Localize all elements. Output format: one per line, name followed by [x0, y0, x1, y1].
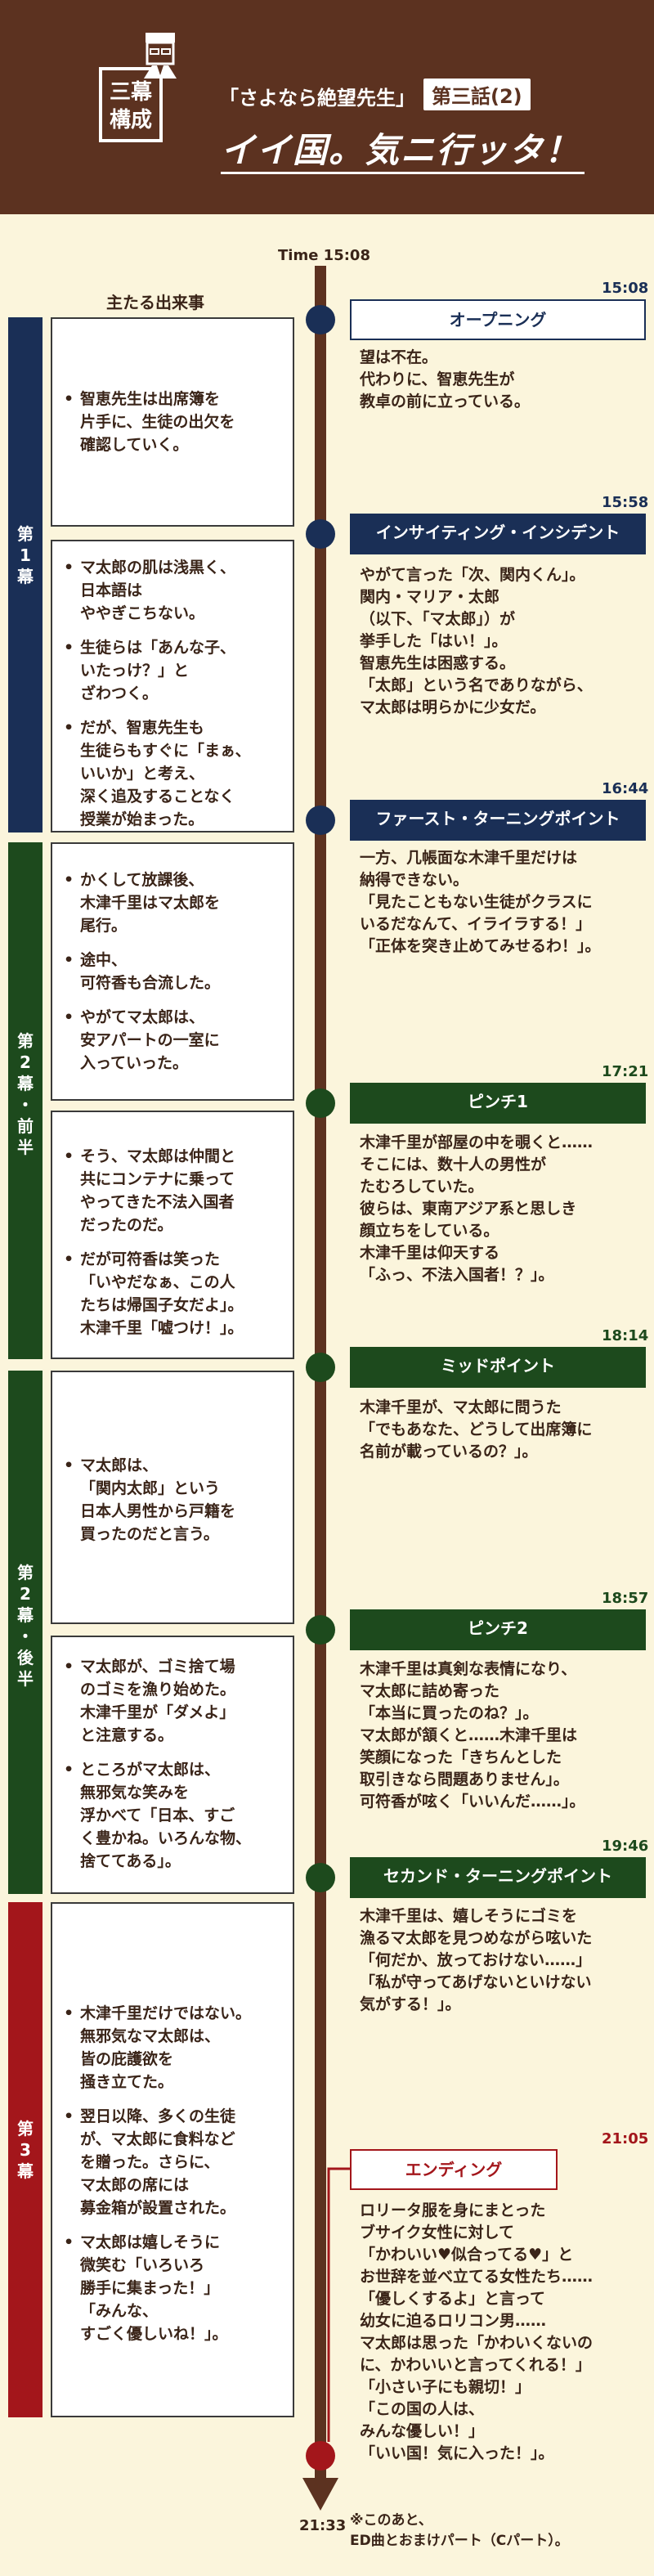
act-bar-2a	[8, 842, 43, 1359]
timeline-end-time: 21:33	[299, 2517, 347, 2534]
event-label-opening: オープニング	[350, 299, 646, 340]
left-box-3: かくして放課後、 木津千里はマ太郎を 尾行。 途中、 可符香も合流した。 やがて…	[51, 842, 294, 1101]
timeline-dot-pinch1	[306, 1088, 335, 1118]
event-text-pinch2: 木津千里は真剣な表情になり、 マ太郎に詰め寄った 「本当に買ったのね？」。 マ太…	[360, 1660, 585, 1811]
event-text-second-turn: 木津千里は、嬉しそうにゴミを 漁るマ太郎を見つめながら呟いた 「何だか、放ってお…	[360, 1907, 593, 2013]
act-bar-1	[8, 317, 43, 832]
end-note: ※このあと、 ED曲とおまけパート（Cパート）。	[350, 2512, 569, 2549]
act-label-1: 第 1 幕	[17, 524, 34, 586]
timeline-dot-opening	[306, 305, 335, 334]
list-item: そう、マ太郎は仲間と 共にコンテナに乗って やってきた不法入国者 だったのだ。	[64, 1145, 293, 1236]
list-item: やがてマ太郎は、 安アパートの一室に 入っていった。	[64, 1006, 293, 1075]
teacher-face-icon	[144, 33, 177, 79]
header-banner: 三幕 構成 「さよなら絶望先生」 第三話(2) イイ国。気ニ行ッタ！	[0, 0, 654, 214]
timeline-dot-second-turn	[306, 1863, 335, 1892]
timeline-dot-first-turn	[306, 806, 335, 835]
title-underline	[221, 172, 585, 174]
list-item: マ太郎は嬉しそうに 微笑む「いろいろ 勝手に集まった！」 「みんな、 すごく優し…	[64, 2231, 293, 2345]
event-time-pinch1: 17:21	[602, 1063, 649, 1080]
list-item: 木津千里だけではない。 無邪気なマ太郎は、 皆の庇護欲を 掻き立てた。	[64, 2002, 293, 2094]
timeline-dot-pinch2	[306, 1615, 335, 1645]
three-act-logo: 三幕 構成	[99, 67, 163, 142]
event-label-midpoint: ミッドポイント	[350, 1347, 646, 1388]
event-time-incident: 15:58	[602, 494, 649, 511]
event-text-pinch1: 木津千里が部屋の中を覗くと…… そこには、数十人の男性が たむろしていた。 彼ら…	[360, 1133, 594, 1284]
episode-badge: 第三話(2)	[423, 79, 531, 110]
timeline-arrowhead	[302, 2478, 338, 2511]
list-item: 途中、 可符香も合流した。	[64, 949, 293, 994]
event-text-midpoint: 木津千里が、マ太郎に問うた 「でもあなた、どうして出席簿に 名前が載っているの？…	[360, 1398, 593, 1461]
left-box-6: マ太郎が、ゴミ捨て場 のゴミを漁り始めた。 木津千里が「ダメよ」 と注意する。 …	[51, 1636, 294, 1894]
event-time-second-turn: 19:46	[602, 1838, 649, 1855]
event-label-pinch2: ピンチ2	[350, 1609, 646, 1650]
event-text-first-turn: 一方、几帳面な木津千里だけは 納得できない。 「見たこともない生徒がクラスに い…	[360, 849, 601, 955]
event-label-first-turn: ファースト・ターニングポイント	[350, 800, 646, 841]
left-box-5: マ太郎は、 「関内太郎」という 日本人男性から戸籍を 買ったのだと言う。	[51, 1371, 294, 1624]
event-time-pinch2: 18:57	[602, 1590, 649, 1607]
event-label-second-turn: セカンド・ターニングポイント	[350, 1857, 646, 1898]
list-item: 智恵先生は出席簿を 片手に、生徒の出欠を 確認していく。	[64, 388, 293, 456]
act-bar-2b	[8, 1371, 43, 1894]
series-title: 「さよなら絶望先生」	[219, 87, 415, 110]
event-label-pinch1: ピンチ1	[350, 1083, 646, 1124]
left-box-1: 智恵先生は出席簿を 片手に、生徒の出欠を 確認していく。	[51, 317, 294, 527]
event-text-ending: ロリータ服を身にまとった ブサイク女性に対して 「かわいい♥似合ってる♥」と お…	[360, 2201, 594, 2462]
act-bar-3	[8, 1902, 43, 2417]
event-label-incident: インサイティング・インシデント	[350, 514, 646, 554]
event-text-opening: 望は不在。 代わりに、智恵先生が 教卓の前に立っている。	[360, 348, 531, 411]
left-column-heading: 主たる出来事	[106, 293, 204, 312]
page-title: イイ国。気ニ行ッタ！	[221, 130, 581, 170]
timeline-start-time: Time 15:08	[278, 247, 370, 264]
act-label-2a: 第 2 幕 ・ 前 半	[17, 1031, 34, 1157]
list-item: ところがマ太郎は、 無邪気な笑みを 浮かべて「日本、すご く豊かね。いろんな物、…	[64, 1758, 293, 1873]
list-item: だが、智恵先生も 生徒らもすぐに「まぁ、 いいか」と考え、 深く追及することなく…	[64, 716, 293, 831]
list-item: かくして放課後、 木津千里はマ太郎を 尾行。	[64, 868, 293, 937]
timeline-dot-incident	[306, 519, 335, 549]
left-box-7: 木津千里だけではない。 無邪気なマ太郎は、 皆の庇護欲を 掻き立てた。 翌日以降…	[51, 1902, 294, 2417]
event-text-incident: やがて言った「次、関内くん」。 関内・マリア・太郎 （以下、「マ太郎」）が 挙手…	[360, 566, 593, 716]
list-item: 翌日以降、多くの生徒 が、マ太郎に食料など を贈った。さらに、 マ太郎の席には …	[64, 2105, 293, 2219]
event-label-ending: エンディング	[350, 2149, 558, 2190]
event-time-ending: 21:05	[602, 2130, 649, 2147]
act-label-2b: 第 2 幕 ・ 後 半	[17, 1563, 34, 1689]
left-box-4: そう、マ太郎は仲間と 共にコンテナに乗って やってきた不法入国者 だったのだ。 …	[51, 1111, 294, 1359]
ending-connector	[327, 2167, 350, 2442]
act-label-3: 第 3 幕	[17, 2119, 34, 2181]
left-box-2: マ太郎の肌は浅黒く、 日本語は ややぎこちない。 生徒らは「あんな子、 いたっけ…	[51, 540, 294, 832]
logo-text: 三幕 構成	[109, 80, 152, 132]
list-item: マ太郎は、 「関内太郎」という 日本人男性から戸籍を 買ったのだと言う。	[64, 1454, 293, 1546]
event-time-opening: 15:08	[602, 280, 649, 297]
timeline-dot-midpoint	[306, 1353, 335, 1382]
list-item: だが可符香は笑った 「いやだなぁ、この人 たちは帰国子女だよ」。 木津千里「嘘つ…	[64, 1248, 293, 1340]
event-time-midpoint: 18:14	[602, 1327, 649, 1344]
list-item: マ太郎が、ゴミ捨て場 のゴミを漁り始めた。 木津千里が「ダメよ」 と注意する。	[64, 1655, 293, 1747]
event-time-first-turn: 16:44	[602, 780, 649, 797]
list-item: マ太郎の肌は浅黒く、 日本語は ややぎこちない。	[64, 556, 293, 625]
timeline-dot-ending	[306, 2441, 335, 2471]
list-item: 生徒らは「あんな子、 いたっけ？」と ざわつく。	[64, 636, 293, 705]
